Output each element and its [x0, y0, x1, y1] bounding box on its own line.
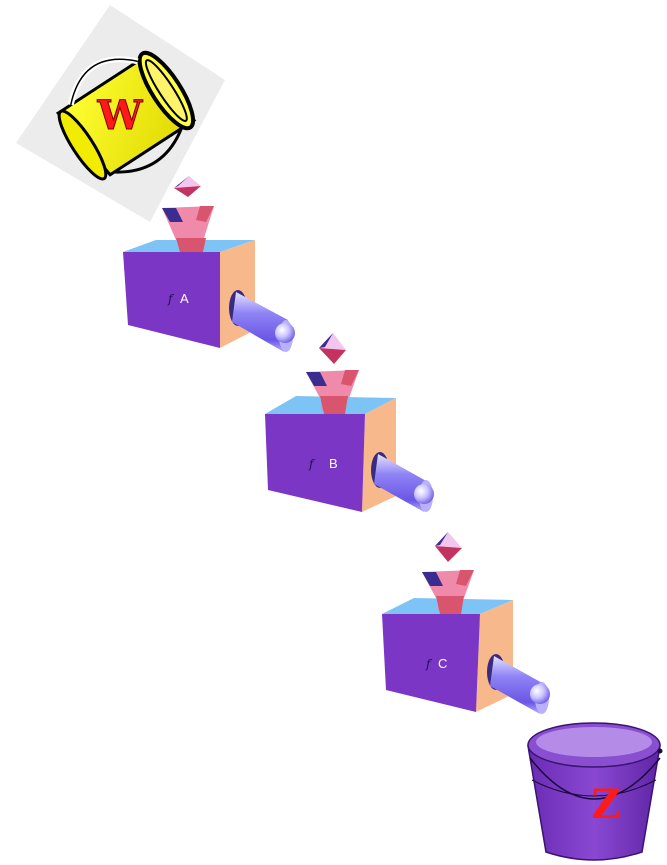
input-bucket-letter: W	[97, 92, 144, 139]
machine-b-label: B	[329, 456, 338, 471]
machine-c: f C	[382, 532, 550, 714]
output-bucket-letter: Z	[591, 781, 620, 828]
output-pipe-c	[487, 654, 550, 714]
input-gem-c	[435, 532, 462, 562]
input-gem-a	[174, 176, 201, 197]
output-bucket: Z	[528, 723, 663, 860]
machine-c-label: C	[438, 656, 447, 671]
input-gem-b	[319, 333, 346, 364]
output-pipe-a	[229, 290, 295, 352]
machine-b: f B	[265, 333, 434, 512]
machine-a-label: A	[180, 291, 189, 306]
